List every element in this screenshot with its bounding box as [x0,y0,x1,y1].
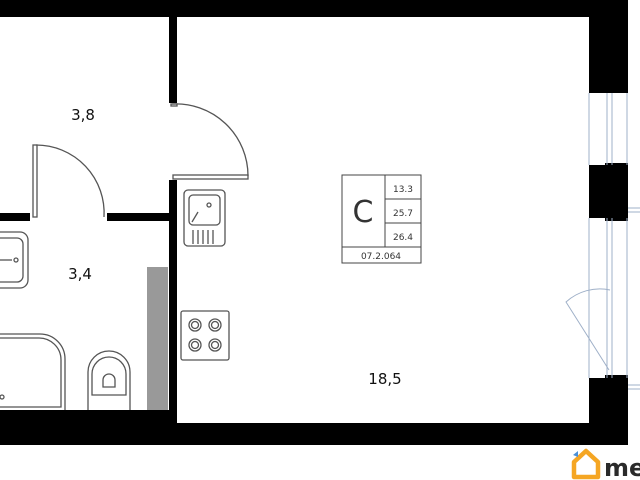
apartment-legend [341,174,422,264]
top-wall [0,0,628,17]
right-pier-outer [605,163,628,221]
balcony-door-window[interactable] [565,207,640,390]
bath-wall-right [107,213,169,221]
legend-value-2: 25.7 [393,209,413,219]
right-wall-bottom-outer [605,375,628,445]
right-wall-top [589,0,628,93]
partition-wall-upper [169,17,177,103]
bathroom-door[interactable] [32,144,105,218]
walls [0,0,628,445]
house-icon [571,448,601,480]
bathtub-icon [0,333,66,410]
ventilation-shaft [147,267,168,410]
apartment-code: 07.2.064 [361,252,401,262]
toilet-icon [87,350,131,410]
bath-wall-left [0,213,30,221]
room-area-living: 18,5 [368,370,401,388]
apartment-type-letter: C [353,195,374,230]
partition-wall-lower [169,180,177,430]
stove-icon [180,310,230,361]
logo-text: me [604,454,640,480]
window-top [588,93,628,165]
bottom-wall-left [0,410,177,445]
right-wall-bottom-inner [589,378,606,445]
kitchen-sink-icon [183,189,226,247]
washbasin-icon [0,231,29,289]
room-area-bathroom: 3,4 [68,265,92,283]
room-area-hall: 3,8 [71,106,95,124]
right-pier-inner [589,165,606,218]
legend-value-1: 13.3 [393,185,413,195]
bottom-wall-right [177,423,628,445]
hall-door[interactable] [170,103,249,180]
legend-value-3: 26.4 [393,233,413,243]
